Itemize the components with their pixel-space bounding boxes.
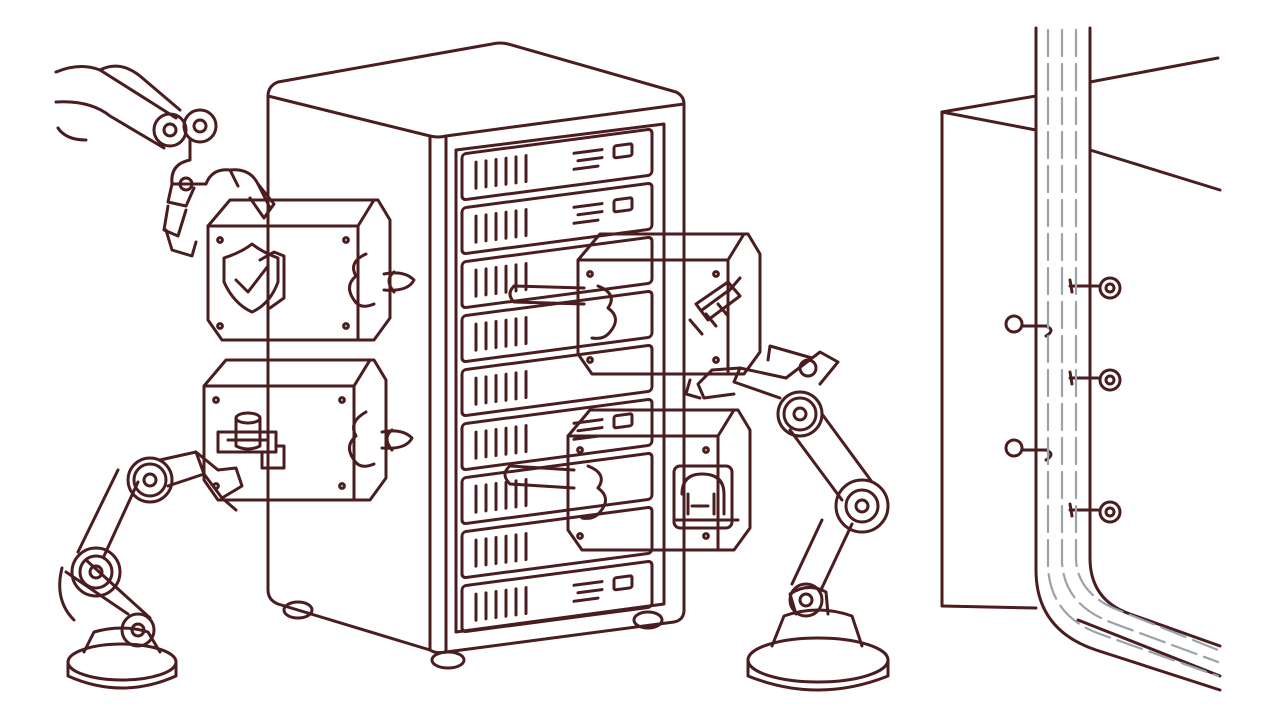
conduit-bolt: [1068, 368, 1122, 392]
conduit-bolt: [1068, 500, 1122, 524]
shield-icon: [222, 242, 286, 314]
server-rack: [266, 41, 686, 670]
conduit-bolt: [1004, 314, 1053, 338]
robotic-arm-bottom-left: [58, 450, 244, 690]
module-terminal: [503, 408, 752, 552]
cable-conduit: [1004, 26, 1222, 692]
chip-icon: [688, 276, 742, 336]
module-database: [202, 358, 414, 502]
robotic-arm-top-left: [54, 64, 276, 258]
database-icon: [216, 411, 286, 470]
conduit-bolt: [1004, 438, 1053, 462]
connector-port: [503, 464, 607, 520]
module-chip: [508, 232, 762, 376]
connector-port: [348, 410, 414, 468]
terminal-icon: [672, 464, 740, 530]
connector-port: [508, 284, 617, 340]
conduit-strands: [1046, 28, 1220, 678]
conduit-bolt: [1068, 276, 1122, 300]
wall-panel: [940, 56, 1222, 678]
robotic-arm-right: [684, 344, 890, 692]
connector-port: [348, 252, 416, 308]
module-shield: [206, 198, 416, 342]
